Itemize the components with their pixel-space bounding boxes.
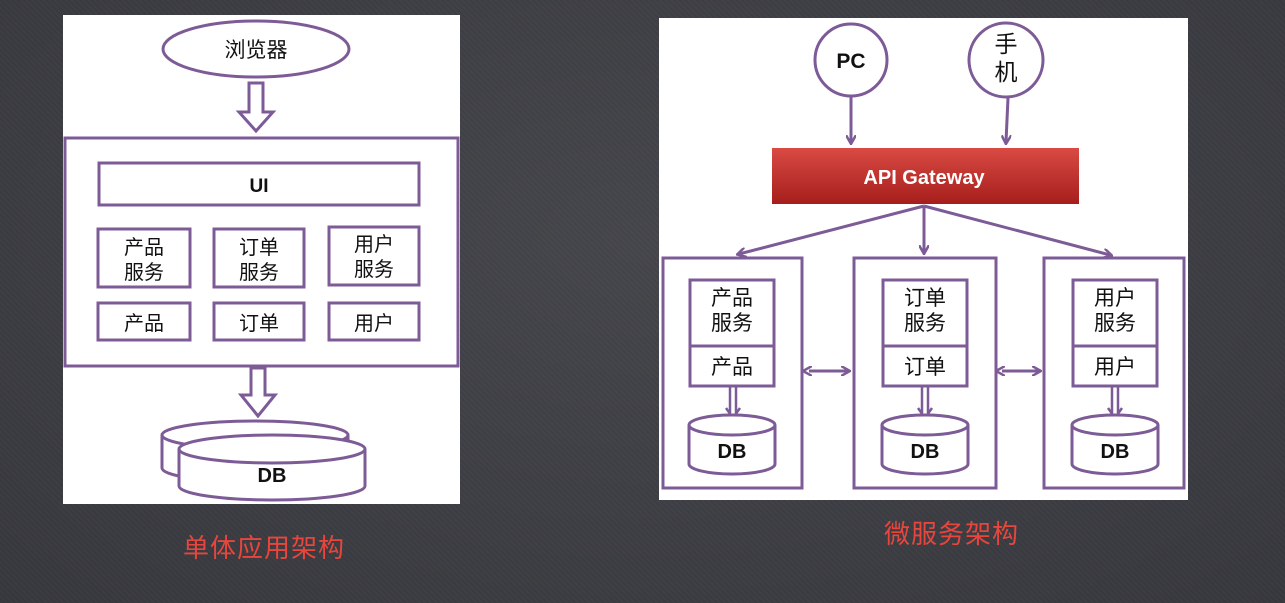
api-gateway-label: API Gateway: [863, 167, 985, 189]
ui-label: UI: [250, 176, 269, 197]
product-service-box: [96, 227, 192, 289]
user-service-label: 用户服务: [1094, 286, 1136, 335]
order-module-box: [212, 301, 306, 342]
mobile-client-node: [967, 21, 1045, 99]
order-db-connector: [920, 387, 930, 413]
gateway-to-product-arrow: [739, 204, 925, 254]
microservice-diagram: PC 手机 API Gateway 产品服务 产品 DB 订单服务 订单: [661, 21, 1186, 490]
monolith-caption: 单体应用架构: [183, 534, 346, 564]
product-db-cylinder: [687, 413, 777, 476]
order-service-label: 订单服务: [239, 235, 279, 284]
user-module-box: [1071, 344, 1159, 388]
product-module-box: [96, 301, 192, 342]
mobile-client-label: 手机: [995, 32, 1018, 86]
ui-layer: [97, 161, 421, 207]
product-db-connector: [728, 387, 738, 413]
microservice-caption: 微服务架构: [884, 520, 1020, 550]
db-cylinder: [177, 433, 367, 502]
browser-label: 浏览器: [225, 38, 288, 62]
pc-client-label: PC: [836, 50, 865, 73]
user-service-label: 用户服务: [354, 232, 394, 281]
monolith-diagram-panel: 浏览器 UI 产品服务 订单服务 用户服务 产品 订单 用户: [63, 15, 460, 504]
product-module-label: 产品: [711, 355, 753, 379]
product-service-label: 产品服务: [124, 235, 164, 284]
order-module-label: 订单: [239, 311, 279, 335]
order-service-label: 订单服务: [904, 286, 946, 335]
user-service-box: [327, 225, 421, 287]
user-module-label: 用户: [1094, 355, 1136, 379]
mobile-to-gateway-arrow: [1006, 97, 1008, 142]
monolith-diagram: 浏览器 UI 产品服务 订单服务 用户服务 产品 订单 用户: [63, 19, 460, 502]
product-module-box: [688, 344, 776, 388]
product-service-label: 产品服务: [711, 286, 753, 335]
hollow-arrow-down: [235, 81, 277, 134]
user-db-cylinder: [1070, 413, 1160, 476]
order-service-box: [212, 227, 306, 289]
order-module-box: [881, 344, 969, 388]
product-db-label: DB: [718, 441, 747, 463]
api-gateway-box: [772, 148, 1079, 204]
user-db-label: DB: [1101, 441, 1130, 463]
hollow-arrow-to-db: [237, 366, 279, 419]
gateway-to-user-arrow: [923, 204, 1110, 255]
browser-node: [161, 19, 351, 79]
product-service-box: [688, 278, 776, 348]
user-db-connector: [1110, 387, 1120, 413]
microservice-diagram-panel: PC 手机 API Gateway 产品服务 产品 DB 订单服务 订单: [659, 18, 1188, 500]
order-module-label: 订单: [904, 355, 946, 379]
product-module-label: 产品: [124, 311, 164, 335]
user-module-label: 用户: [354, 311, 394, 335]
order-db-label: DB: [911, 441, 940, 463]
db-label: DB: [258, 465, 287, 487]
order-db-cylinder: [880, 413, 970, 476]
user-module-box: [327, 301, 421, 342]
pc-client-node: [813, 22, 889, 98]
